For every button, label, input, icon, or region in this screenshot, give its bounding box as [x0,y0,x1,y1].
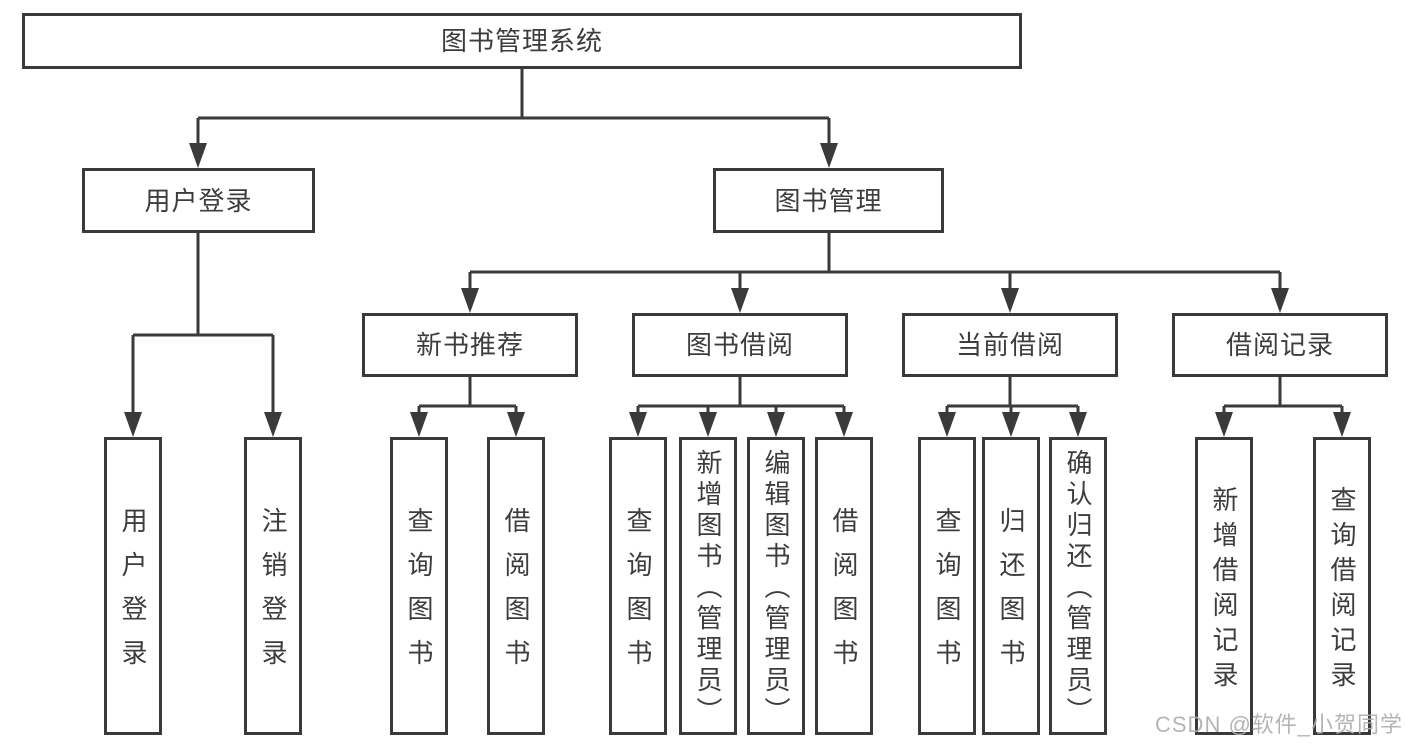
leaf-label: 用户登录 [118,507,148,683]
leaf-label: 查询图书 [623,507,653,683]
leaf-return-books: 归还图书 [982,437,1040,735]
connector-path [131,69,1344,414]
leaf-borrow-books-recommend: 借阅图书 [487,437,545,735]
node-book-management-branch: 图书管理 [713,168,944,233]
arrowheads [124,143,1351,437]
node-label: 借阅记录 [1225,330,1334,360]
node-label: 当前借阅 [955,330,1064,360]
leaf-label: 归还图书 [996,507,1026,683]
leaf-query-books-current: 查询图书 [918,437,976,735]
node-label: 新书推荐 [415,330,524,360]
leaf-label: 确认归还（管理员） [1063,449,1093,728]
leaf-label: 编辑图书（管理员） [761,449,791,728]
leaf-query-borrow-record: 查询借阅记录 [1313,437,1371,735]
leaf-add-borrow-record: 新增借阅记录 [1195,437,1253,735]
leaf-label: 查询图书 [932,507,962,683]
node-library-management-system: 图书管理系统 [22,13,1022,69]
leaf-label: 借阅图书 [829,507,859,683]
leaf-label: 注销登录 [258,507,288,683]
leaf-user-login: 用户登录 [104,437,162,735]
leaf-edit-book-admin: 编辑图书（管理员） [747,437,805,735]
node-current-borrowing: 当前借阅 [902,313,1118,377]
node-label: 图书借阅 [685,330,794,360]
leaf-query-books-borrow: 查询图书 [609,437,667,735]
node-borrowing-records: 借阅记录 [1172,313,1388,377]
root-node-label: 图书管理系统 [440,26,603,56]
csdn-watermark: CSDN @软件_小贺同学 [1155,712,1404,737]
leaf-add-book-admin: 新增图书（管理员） [679,437,737,735]
leaf-label: 查询借阅记录 [1327,485,1357,696]
leaf-label: 新增借阅记录 [1209,485,1239,696]
leaf-label: 查询图书 [404,507,434,683]
node-book-borrowing: 图书借阅 [632,313,848,377]
node-label: 图书管理 [774,185,883,216]
leaf-borrow-books: 借阅图书 [815,437,873,735]
node-user-login-branch: 用户登录 [82,168,315,233]
leaf-query-books-recommend: 查询图书 [390,437,448,735]
leaf-logout: 注销登录 [244,437,302,735]
leaf-label: 新增图书（管理员） [693,449,723,728]
node-label: 用户登录 [144,185,253,216]
node-new-book-recommend: 新书推荐 [362,313,578,377]
leaf-confirm-return-admin: 确认归还（管理员） [1049,437,1107,735]
leaf-label: 借阅图书 [501,507,531,683]
